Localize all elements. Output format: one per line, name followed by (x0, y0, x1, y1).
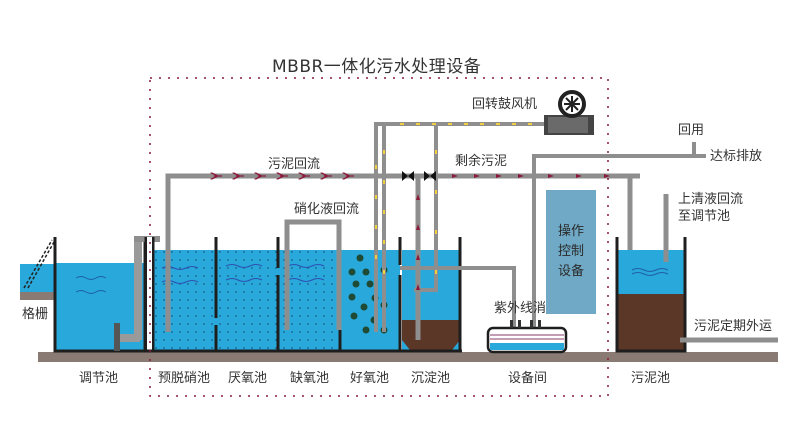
wave-icon (75, 276, 107, 280)
pump-pipe (120, 334, 140, 342)
discharge-pipe (532, 142, 696, 328)
anaerobic-water (216, 250, 278, 351)
excess-sludge-arrows (452, 174, 610, 178)
aerobic-water (340, 250, 400, 351)
lift-pump (114, 323, 120, 351)
nitrified-return-label: 硝化液回流 (294, 202, 360, 217)
unit-label-screen: 格栅 (22, 307, 49, 322)
supernatant-return-label-2: 至调节池 (678, 209, 731, 224)
reuse-label: 回用 (678, 123, 705, 138)
sludge-tank-water (618, 250, 684, 294)
wave-icon (75, 290, 107, 294)
blower-icon (544, 90, 594, 135)
nitrified-liquid-pipe (284, 219, 342, 330)
unit-label-sludge-tank: 污泥池 (631, 371, 671, 386)
unit-label-equalization: 调节池 (79, 371, 119, 386)
unit-label-anaerobic: 厌氧池 (228, 371, 268, 386)
control-equipment-box: 操作控制设备 (546, 190, 596, 314)
unit-label-pre-denitrification: 预脱硝池 (158, 371, 211, 386)
valve-icon (402, 171, 436, 181)
sludge-transport-label: 污泥定期外运 (694, 319, 773, 334)
riser-arrows (416, 194, 420, 290)
control-equipment-label: 操作控制设备 (557, 224, 584, 279)
effluent-pipe (400, 266, 516, 328)
discharge-label: 达标排放 (710, 149, 763, 164)
unit-label-equipment-room: 设备间 (508, 371, 548, 386)
sludge-return-pipe (165, 173, 640, 332)
unit-label-aerobic: 好氧池 (350, 371, 390, 386)
sludge-tank-wall (615, 237, 687, 353)
air-bubbles (375, 123, 532, 274)
sludge-return-label: 污泥回流 (268, 157, 321, 172)
uv-disinfection-unit (486, 320, 568, 354)
screen-ground (20, 290, 56, 300)
wave-icon (631, 272, 669, 276)
wave-icon (631, 268, 669, 272)
ground-slab (38, 352, 778, 362)
diagram-title: MBBR一体化污水处理设备 (272, 57, 482, 77)
inlet-channel-water (20, 264, 56, 292)
screen-bars (23, 239, 53, 289)
screen-bars-2 (27, 241, 55, 289)
lift-pipe (134, 242, 142, 340)
unit-label-anoxic: 缺氧池 (290, 371, 330, 386)
sludge-tank-sludge (618, 294, 684, 351)
blower-label: 回转鼓风机 (472, 97, 538, 112)
uv-label: 紫外线消毒 (494, 301, 560, 316)
pre-denitrification-water (154, 250, 216, 351)
sedimentation-sludge (402, 320, 460, 350)
unit-label-sedimentation: 沉淀池 (411, 371, 451, 386)
wall-gap (147, 237, 152, 351)
supernatant-return-label-1: 上清液回流 (678, 192, 744, 207)
excess-sludge-label: 剩余污泥 (455, 154, 508, 169)
